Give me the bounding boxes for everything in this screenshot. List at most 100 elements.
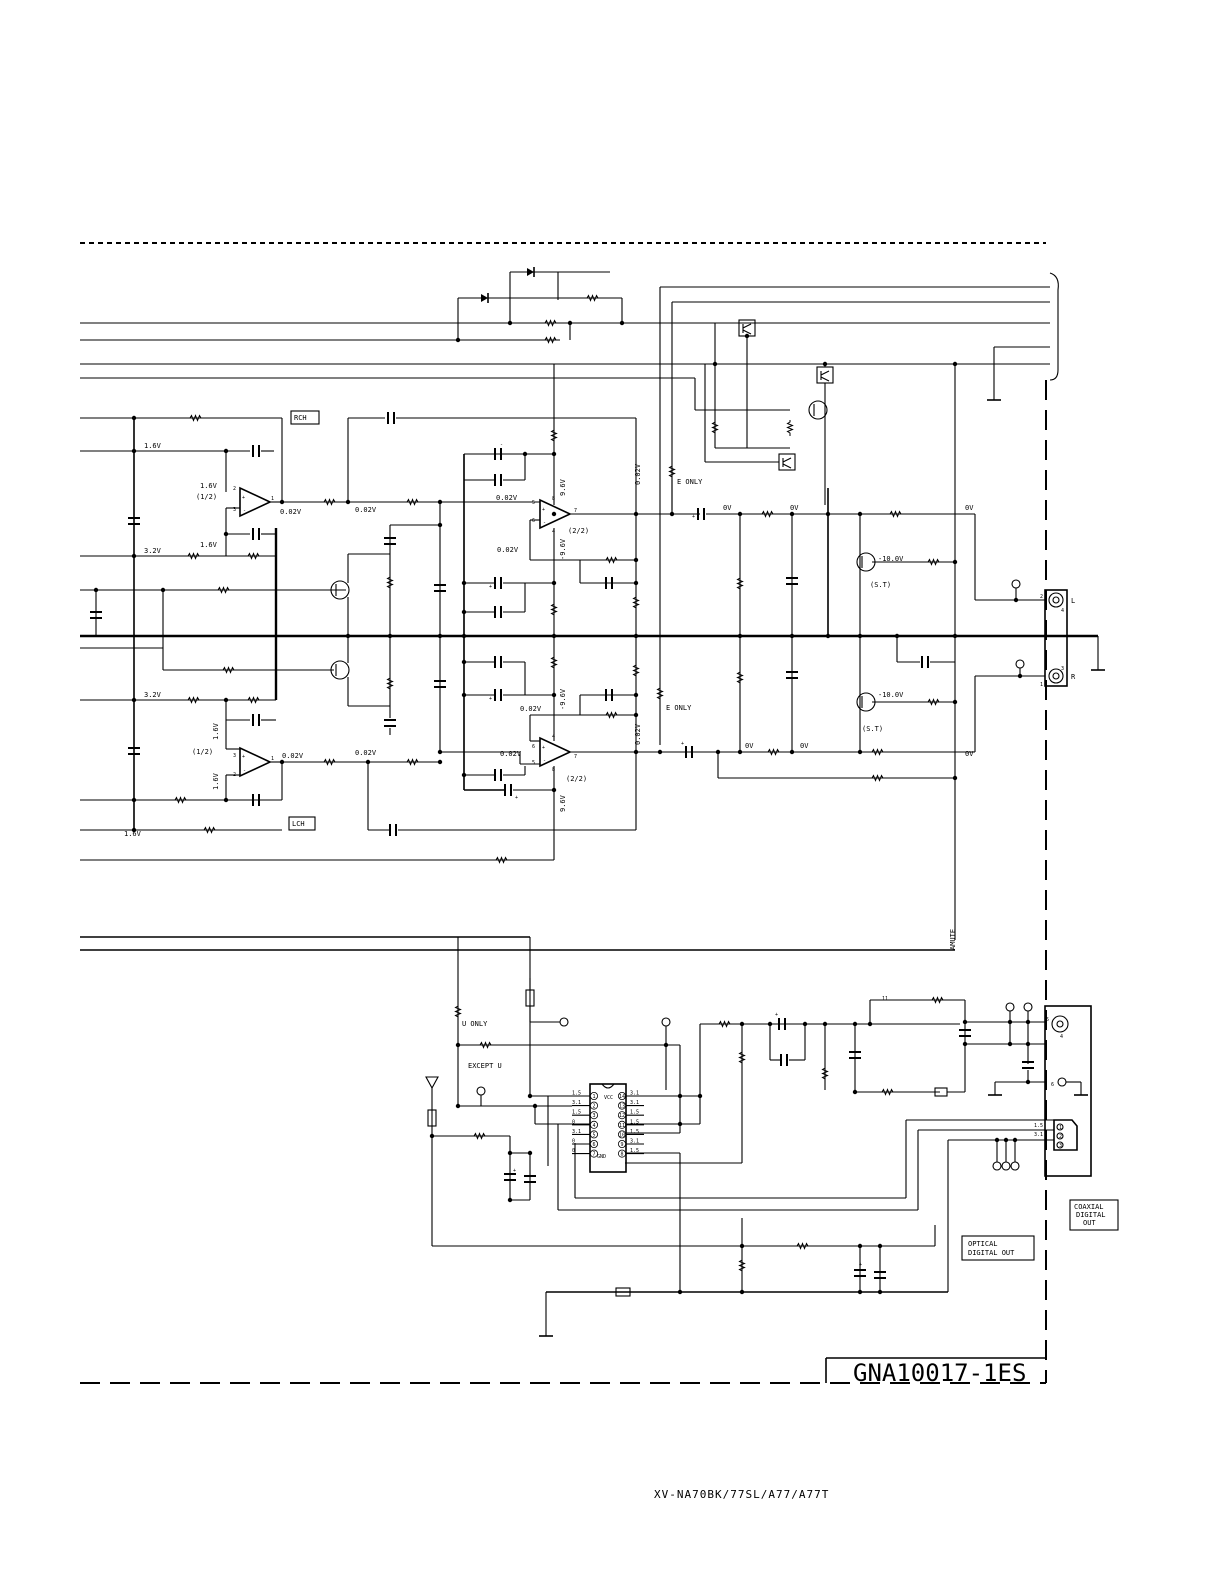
ic-pin-number: 8 — [620, 1152, 623, 1158]
rch-label: RCH — [294, 414, 307, 422]
svg-text:6: 6 — [1051, 1082, 1054, 1088]
svg-text:+: + — [489, 584, 492, 590]
svg-text:+: + — [859, 1262, 862, 1268]
ic-gnd-label: GND — [597, 1154, 606, 1160]
ic-pin-right: 133.1 — [618, 1100, 644, 1110]
v-label: 0V — [800, 742, 809, 750]
v-label: 0.02V — [282, 752, 304, 760]
coaxial-digital-out-box: COAXIAL DIGITAL OUT — [1069, 1199, 1119, 1231]
v-label: 0.02V — [634, 463, 642, 485]
ic-pin-voltage: 0 — [572, 1139, 575, 1145]
ic-pin-voltage: 1.5 — [630, 1148, 639, 1154]
svg-text:+: + — [242, 495, 245, 501]
ic-pin-right: 121.5 — [618, 1110, 644, 1120]
amute-label: AMUTE — [949, 929, 957, 950]
ic-pin-number: 6 — [592, 1142, 595, 1148]
svg-text:5: 5 — [532, 500, 535, 506]
drawing-code: GNA10017-1ES — [853, 1359, 1026, 1387]
optical-pin-voltage: 1.5 — [1034, 1123, 1043, 1129]
svg-text:3: 3 — [1061, 666, 1064, 672]
optical-digital-out-box: OPTICAL DIGITAL OUT — [961, 1235, 1035, 1261]
svg-text:2: 2 — [233, 486, 236, 492]
lch-label: LCH — [292, 820, 305, 828]
ic-pin-number: 1 — [592, 1094, 595, 1100]
ic-pin-left: 11.5 — [572, 1091, 599, 1101]
svg-text:1: 1 — [1059, 1125, 1062, 1131]
ic-pin-voltage: 3.1 — [572, 1129, 581, 1135]
v-label: -10.0V — [878, 691, 904, 699]
ic-pin-number: 5 — [592, 1132, 595, 1138]
svg-text:1: 1 — [271, 496, 274, 502]
antenna-icon — [425, 1076, 439, 1090]
v-label: -9.6V — [559, 538, 567, 560]
ic-pin-voltage: 0 — [572, 1148, 575, 1154]
svg-text:6: 6 — [532, 518, 535, 524]
v-label: 0.02V — [520, 705, 542, 713]
svg-text:+: + — [692, 514, 695, 520]
ic-pin-number: 11 — [619, 1123, 625, 1129]
svg-text:+: + — [489, 696, 492, 702]
ic-pin-left: 31.5 — [572, 1110, 599, 1120]
model-number: XV-NA70BK/77SL/A77/A77T — [654, 1488, 829, 1501]
ic-pin-number: 13 — [619, 1104, 625, 1110]
ic-pin-voltage: 1.5 — [630, 1119, 639, 1125]
ic-pin-left: 23.1 — [572, 1100, 599, 1110]
half-label: (1/2) — [196, 493, 217, 501]
v-label: 0.02V — [500, 750, 522, 758]
svg-text:7: 7 — [574, 508, 577, 514]
ic-pin-voltage: 3.1 — [630, 1139, 639, 1145]
v-label: 9.6V — [559, 794, 567, 812]
svg-text:4: 4 — [1061, 608, 1064, 614]
svg-text:-: - — [543, 758, 546, 764]
u-only-label: U ONLY — [462, 1020, 488, 1028]
v-label: -9.6V — [559, 688, 567, 710]
e-only-label: E ONLY — [677, 478, 703, 486]
ic-pin-number: 3 — [592, 1113, 595, 1119]
ic-pin-left: 60 — [572, 1139, 599, 1149]
mute-transistor-3 — [778, 453, 796, 471]
svg-text:11: 11 — [882, 996, 888, 1002]
ic-pin-right: 101.5 — [618, 1129, 644, 1139]
rca-jack-block: L R 2 4 3 1 — [1040, 589, 1076, 688]
ic-pin-left: 53.1 — [572, 1129, 599, 1139]
v-label: 0V — [723, 504, 732, 512]
junction-dots — [93, 320, 1031, 1295]
svg-text:3: 3 — [233, 507, 236, 513]
ic-vcc-label: VCC — [604, 1095, 613, 1101]
svg-text:-: - — [243, 508, 246, 514]
svg-text:1: 1 — [1040, 682, 1043, 688]
v-label: 0V — [790, 504, 799, 512]
opamp-lower-1: + - 3 2 1 — [233, 746, 274, 778]
v-label: 0.02V — [355, 506, 377, 514]
ic-pin-left: 40 — [572, 1119, 599, 1129]
svg-text:7: 7 — [574, 754, 577, 760]
ic-pin-left: 70 — [572, 1148, 599, 1158]
ic-pin-voltage: 3.1 — [572, 1100, 581, 1106]
v-label: 3.2V — [144, 547, 162, 555]
diode-top — [509, 267, 610, 323]
svg-text:+: + — [775, 1012, 778, 1018]
ic-pin-number: 9 — [620, 1142, 623, 1148]
svg-text:2: 2 — [1040, 594, 1043, 600]
ic-pin-voltage: 1.5 — [630, 1110, 639, 1116]
svg-text:5: 5 — [532, 760, 535, 766]
svg-text:+: + — [513, 1168, 516, 1174]
st-label: (S.T) — [862, 725, 883, 733]
v-label: 1.6V — [144, 442, 162, 450]
svg-text:+: + — [542, 745, 545, 751]
svg-text:3: 3 — [233, 753, 236, 759]
mute-transistor-1 — [738, 319, 756, 337]
coaxial-line-2: DIGITAL — [1076, 1211, 1106, 1219]
ic-pin-right: 81.5 — [618, 1148, 644, 1158]
v-label: 1.6V — [212, 722, 220, 740]
v-label: 9.6V — [559, 478, 567, 496]
v-label: 0.02V — [355, 749, 377, 757]
svg-text:+: + — [542, 507, 545, 513]
drawing-code-block: GNA10017-1ES — [825, 1357, 1046, 1387]
v-label: 0.02V — [280, 508, 302, 516]
jack-r-label: R — [1071, 673, 1076, 681]
ic-pin-voltage: 3.1 — [630, 1091, 639, 1097]
